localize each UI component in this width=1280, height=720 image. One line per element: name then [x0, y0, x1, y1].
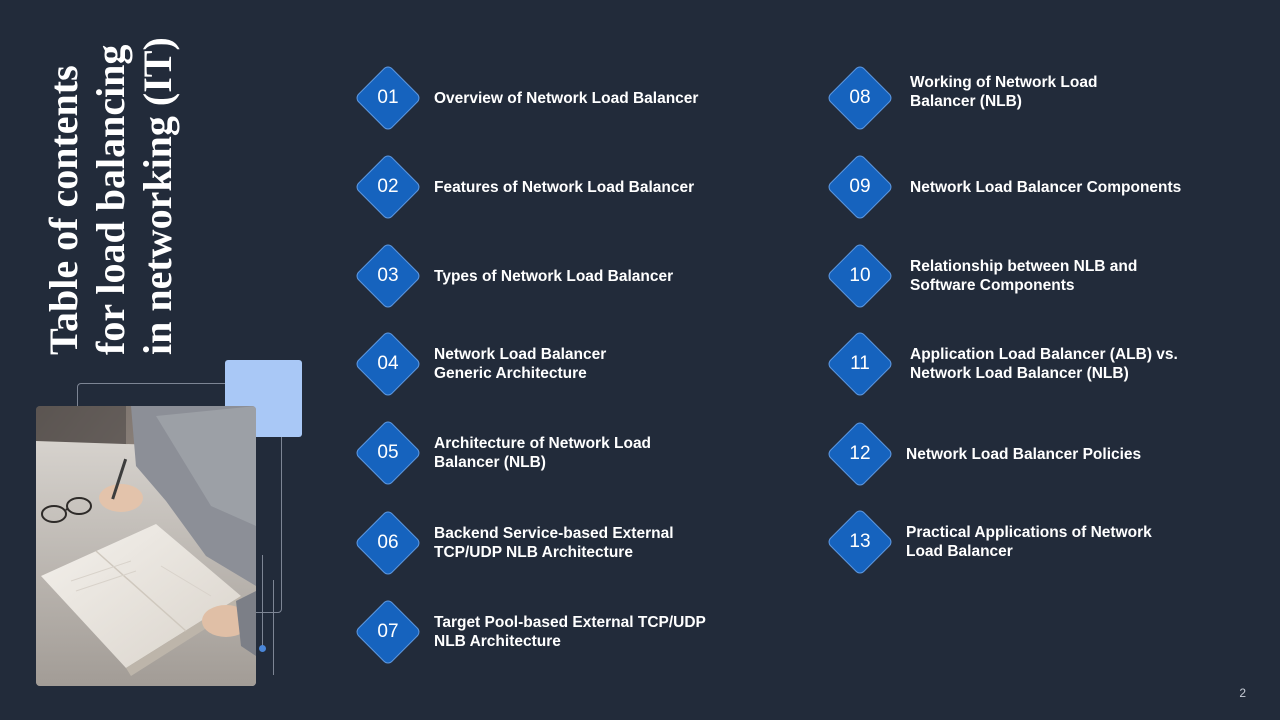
number-diamond: 04 [354, 330, 422, 398]
toc-label: Backend Service-based External TCP/UDP N… [434, 525, 674, 561]
toc-number: 04 [377, 353, 399, 374]
toc-label: Network Load Balancer Generic Architectu… [434, 346, 607, 382]
toc-item-07[interactable]: 07 Target Pool-based External TCP/UDP NL… [354, 598, 706, 666]
number-diamond: 10 [826, 242, 894, 310]
decorative-line [262, 555, 263, 650]
toc-label: Target Pool-based External TCP/UDP NLB A… [434, 614, 706, 650]
toc-item-04[interactable]: 04 Network Load Balancer Generic Archite… [354, 330, 606, 398]
number-diamond: 06 [354, 509, 422, 577]
toc-item-05[interactable]: 05 Architecture of Network Load Balancer… [354, 419, 651, 487]
toc-number: 06 [377, 532, 399, 553]
toc-item-01[interactable]: 01 Overview of Network Load Balancer [354, 64, 698, 132]
toc-item-11[interactable]: 11 Application Load Balancer (ALB) vs. N… [826, 330, 1178, 398]
toc-label: Network Load Balancer Components [910, 178, 1182, 196]
number-diamond: 07 [354, 598, 422, 666]
number-diamond: 05 [354, 419, 422, 487]
toc-label: Overview of Network Load Balancer [434, 89, 699, 107]
toc-label: Architecture of Network Load Balancer (N… [434, 435, 652, 471]
title-container: Table of contents for load balancing in … [40, 30, 250, 355]
toc-number: 12 [849, 443, 871, 464]
page-number: 2 [1239, 686, 1246, 700]
toc-item-10[interactable]: 10 Relationship between NLB and Software… [826, 242, 1137, 310]
toc-item-13[interactable]: 13 Practical Applications of Network Loa… [826, 508, 1152, 576]
toc-number: 10 [849, 265, 871, 286]
notebook-photo [36, 406, 256, 686]
toc-label: Types of Network Load Balancer [434, 267, 674, 285]
slide-title: Table of contents for load balancing in … [41, 37, 180, 355]
toc-number: 07 [377, 621, 399, 642]
number-diamond: 01 [354, 64, 422, 132]
toc-number: 02 [377, 176, 399, 197]
toc-number: 01 [377, 87, 399, 108]
number-diamond: 11 [826, 330, 894, 398]
toc-item-02[interactable]: 02 Features of Network Load Balancer [354, 153, 694, 221]
toc-label: Features of Network Load Balancer [434, 178, 695, 196]
toc-item-12[interactable]: 12 Network Load Balancer Policies [826, 420, 1141, 488]
toc-item-08[interactable]: 08 Working of Network Load Balancer (NLB… [826, 64, 1097, 132]
decorative-line [273, 580, 274, 675]
toc-label: Practical Applications of Network Load B… [906, 524, 1152, 560]
toc-label: Network Load Balancer Policies [906, 445, 1142, 463]
toc-number: 13 [849, 531, 871, 552]
toc-number: 09 [849, 176, 871, 197]
toc-number: 11 [850, 353, 870, 374]
toc-label: Relationship between NLB and Software Co… [910, 258, 1138, 294]
decorative-dot [259, 645, 266, 652]
toc-number: 03 [377, 265, 399, 286]
toc-item-06[interactable]: 06 Backend Service-based External TCP/UD… [354, 509, 674, 577]
toc-label: Working of Network Load Balancer (NLB) [910, 74, 1098, 110]
toc-item-09[interactable]: 09 Network Load Balancer Components [826, 153, 1181, 221]
number-diamond: 08 [826, 64, 894, 132]
toc-item-03[interactable]: 03 Types of Network Load Balancer [354, 242, 673, 310]
toc-number: 08 [849, 87, 871, 108]
number-diamond: 12 [826, 420, 894, 488]
number-diamond: 02 [354, 153, 422, 221]
number-diamond: 03 [354, 242, 422, 310]
number-diamond: 09 [826, 153, 894, 221]
toc-number: 05 [377, 442, 399, 463]
number-diamond: 13 [826, 508, 894, 576]
toc-label: Application Load Balancer (ALB) vs. Netw… [910, 346, 1178, 382]
